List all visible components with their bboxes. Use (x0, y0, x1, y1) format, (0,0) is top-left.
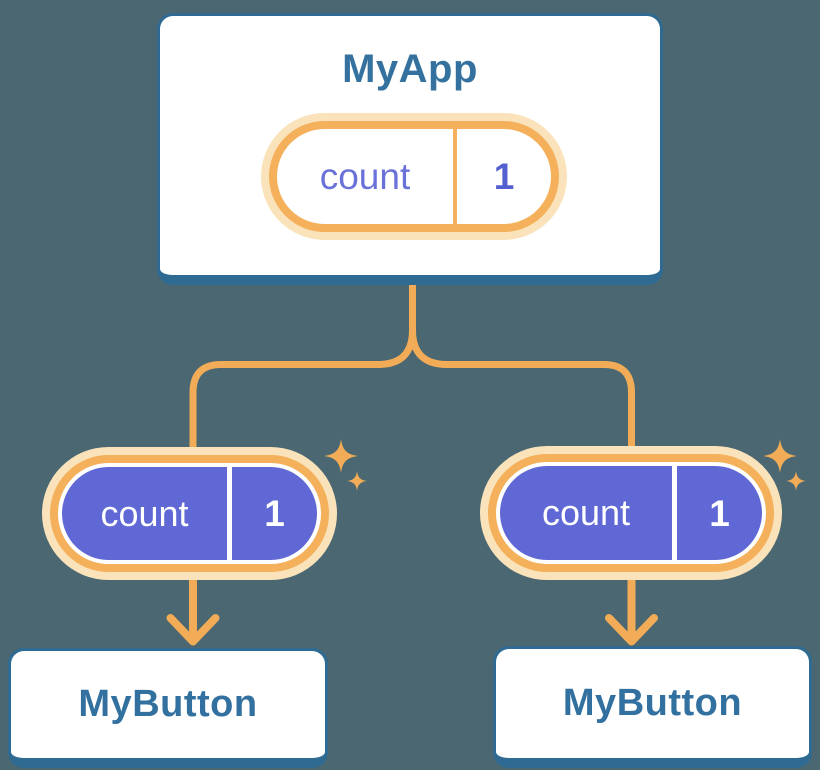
component-card-mybutton-left: MyButton (8, 648, 328, 768)
state-label: count (319, 156, 411, 197)
state-label: count (541, 492, 631, 533)
component-title: MyButton (562, 682, 743, 724)
state-value: 1 (493, 156, 515, 197)
pill-divider (227, 467, 232, 560)
arrow-down-left-head (166, 614, 220, 646)
branch-connector-left (189, 282, 416, 452)
component-title: MyButton (78, 683, 258, 725)
state-pill-child-left: count 1 (42, 447, 337, 580)
component-card-mybutton-right: MyButton (493, 646, 812, 768)
state-pill-root: count 1 (261, 113, 567, 240)
state-pill-child-right: count 1 (480, 446, 782, 580)
state-value: 1 (264, 493, 285, 534)
arrow-down-right-head (605, 614, 658, 646)
component-title: MyApp (342, 47, 478, 91)
pill-divider (672, 466, 677, 560)
state-label: count (100, 492, 189, 534)
sparkle-icon (763, 439, 806, 491)
state-value: 1 (709, 492, 730, 534)
sparkle-icon (324, 439, 367, 491)
branch-connector-right (409, 329, 635, 450)
pill-divider (453, 129, 457, 224)
